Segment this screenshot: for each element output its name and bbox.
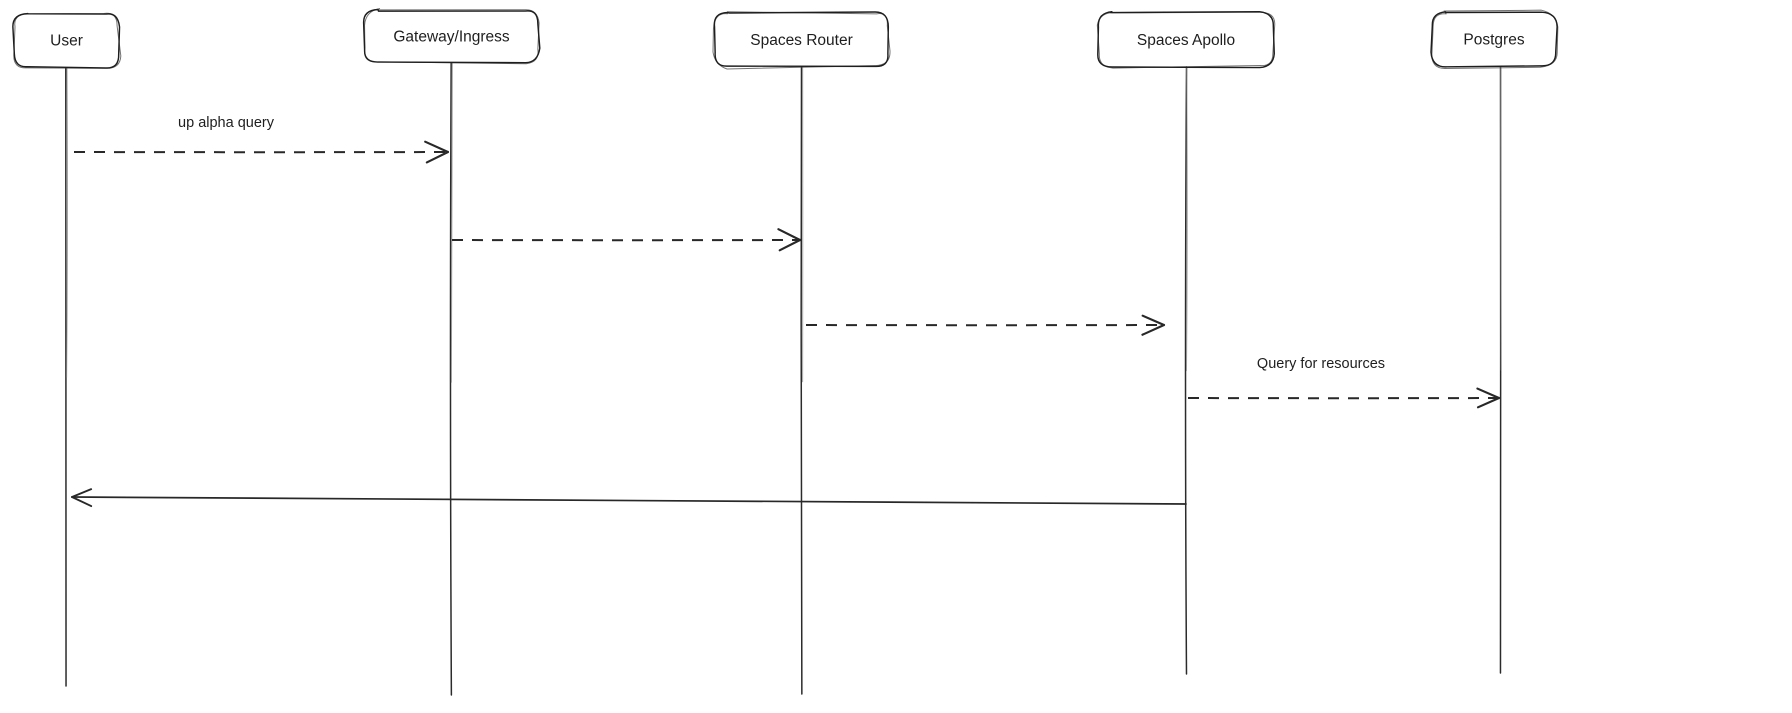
- arrow-head-icon: [425, 150, 450, 164]
- participant-label: Spaces Router: [750, 32, 853, 49]
- message-1[interactable]: [73, 140, 450, 164]
- message-5[interactable]: [71, 488, 1187, 508]
- participant-router[interactable]: Spaces Router: [712, 11, 891, 70]
- message-label: up alpha query: [178, 115, 275, 131]
- lifeline-sketch-gateway: [450, 62, 453, 383]
- message-label: Query for resources: [1257, 356, 1385, 372]
- arrow-head-icon: [71, 496, 93, 508]
- participant-box-outline: [12, 13, 121, 69]
- arrow-head-icon: [777, 228, 802, 242]
- message-2[interactable]: [451, 228, 802, 252]
- arrow-head-icon: [1476, 396, 1501, 409]
- arrow-head-icon: [424, 140, 450, 154]
- lifeline-router: [800, 66, 803, 695]
- participant-box-outline: [1097, 10, 1275, 69]
- message-4[interactable]: [1187, 387, 1501, 409]
- participant-box-outline: [713, 11, 890, 68]
- participant-box-outline: [362, 8, 541, 64]
- participant-apollo[interactable]: Spaces Apollo: [1096, 10, 1276, 69]
- participant-label: Postgres: [1463, 32, 1524, 49]
- participant-box-outline: [1430, 11, 1558, 68]
- arrow-head-icon: [71, 488, 93, 498]
- participant-label: Gateway/Ingress: [393, 29, 510, 46]
- lifelines-layer: [65, 62, 1502, 696]
- message-line: [71, 496, 1187, 505]
- lifeline-sketch-apollo: [1185, 66, 1188, 372]
- messages-layer: [71, 140, 1501, 508]
- lifeline-apollo: [1184, 66, 1188, 675]
- participant-gateway[interactable]: Gateway/Ingress: [362, 8, 541, 65]
- lifeline-gateway: [449, 62, 453, 696]
- message-3[interactable]: [805, 314, 1166, 336]
- participant-postgres[interactable]: Postgres: [1430, 9, 1559, 69]
- actors-layer: User Gateway/Ingress Spaces Router Spaces A…: [12, 8, 1559, 70]
- lifeline-sketch-postgres: [1500, 66, 1502, 371]
- lifeline-sketch-user: [66, 67, 69, 378]
- participant-label: Spaces Apollo: [1137, 32, 1235, 49]
- arrow-head-icon: [1476, 387, 1501, 400]
- participant-box-outline-sketch: [13, 12, 122, 69]
- participant-user[interactable]: User: [12, 12, 122, 69]
- arrow-head-icon: [1141, 323, 1166, 336]
- arrow-head-icon: [1141, 314, 1166, 327]
- arrow-head-icon: [778, 238, 802, 252]
- participant-label: User: [50, 33, 83, 50]
